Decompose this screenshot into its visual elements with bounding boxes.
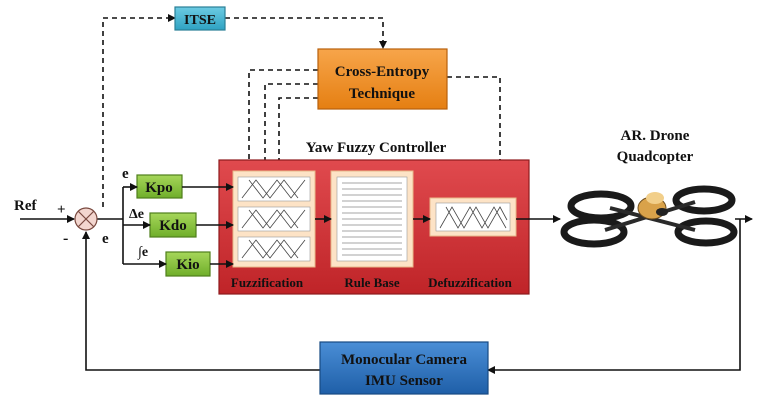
rule-table-graphic	[342, 182, 402, 256]
delta-e-label: Δe	[129, 207, 144, 222]
cross-entropy-label-line1: Cross-Entropy	[335, 64, 430, 80]
rule-base-label: Rule Base	[344, 275, 399, 290]
defuzzification-panel	[429, 197, 517, 237]
drone-label-line2: Quadcopter	[617, 149, 694, 165]
fuzzification-panel	[232, 170, 316, 268]
minus-sign: -	[63, 230, 68, 247]
fuzzification-label: Fuzzification	[231, 275, 304, 290]
e-sum-label: e	[102, 231, 109, 247]
cross-entropy-label-line2: Technique	[349, 86, 415, 102]
cross-entropy-box	[317, 48, 448, 110]
sensor-label-line2: IMU Sensor	[365, 373, 443, 389]
output-feedback-line	[487, 219, 741, 374]
rule-base-panel	[330, 170, 414, 268]
summing-junction	[74, 207, 98, 231]
sensor-feedback-line	[82, 231, 320, 371]
kio-gain-block	[165, 251, 211, 277]
plus-sign: +	[57, 202, 66, 218]
int-e-label: ∫e	[137, 245, 148, 260]
yaw-fuzzy-controller-title: Yaw Fuzzy Controller	[306, 140, 447, 156]
kdo-label: Kdo	[159, 218, 187, 234]
membership-functions-graphic	[241, 179, 306, 259]
defuzzification-label: Defuzzification	[428, 275, 513, 290]
sensor-label-line1: Monocular Camera	[341, 352, 467, 368]
drone-label-line1: AR. Drone	[621, 128, 690, 144]
kio-label: Kio	[176, 257, 199, 273]
output-membership-graphic	[439, 206, 508, 229]
itse-box	[174, 6, 226, 31]
itse-label: ITSE	[184, 13, 216, 28]
e-top-label: e	[122, 166, 129, 182]
itse-feedback-dashed-line	[102, 14, 387, 207]
kpo-label: Kpo	[145, 180, 173, 196]
quadcopter-image	[560, 185, 738, 248]
ref-label: Ref	[14, 198, 37, 214]
sensor-box	[319, 341, 489, 395]
